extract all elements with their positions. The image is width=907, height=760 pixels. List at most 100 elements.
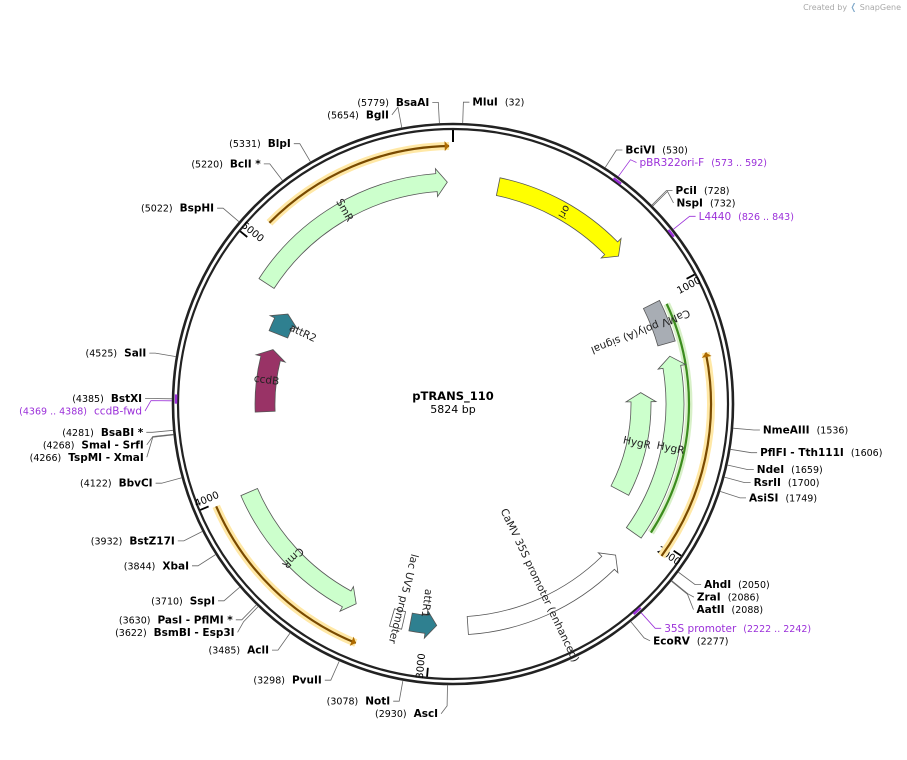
- site-label: (3078)NotI: [327, 696, 391, 708]
- site-blpi[interactable]: (5331) BlpI: [229, 138, 311, 163]
- site-label: BciVI (530): [625, 145, 687, 157]
- site-xbai[interactable]: (3844)XbaI: [124, 554, 216, 573]
- site-position: (4122): [80, 479, 112, 490]
- leader-line: [155, 477, 182, 484]
- leader-line: [391, 106, 403, 128]
- site-asisi[interactable]: AsiSI(1749): [719, 491, 817, 504]
- tick-mark: [239, 230, 248, 238]
- primer-pbr322ori-f[interactable]: pBR322ori-F(573 .. 592): [612, 157, 767, 185]
- site-bsabi[interactable]: (4281)BsaBI *: [62, 427, 174, 439]
- site-name: PflFI - Tth111I: [760, 447, 844, 459]
- site-name: NotI: [365, 696, 390, 708]
- site-bsphi[interactable]: (5022)BspHI: [141, 203, 240, 223]
- leader-line: [724, 476, 751, 484]
- site-name: TspMI - XmaI: [68, 452, 144, 464]
- feature-attr1: [408, 609, 438, 640]
- site-label: (2930)AscI: [375, 708, 438, 720]
- site-bsmbi-esp3i[interactable]: (3622)BsmBI - Esp3I: [115, 606, 259, 639]
- site-label: PciI(728): [676, 185, 730, 197]
- site-zrai[interactable]: ZraI(2086): [671, 580, 760, 604]
- site-label: EcoRV(2277): [653, 635, 728, 647]
- site-mlui[interactable]: MluI(32): [462, 97, 525, 124]
- site-position: (3932): [91, 536, 123, 547]
- site-bgli[interactable]: (5654)BglI: [327, 106, 403, 128]
- site-position: (1749): [785, 493, 817, 504]
- site-position: (573 .. 592): [711, 158, 767, 169]
- leader-line: [237, 606, 259, 633]
- site-name: BciVI: [625, 145, 655, 157]
- site-noti[interactable]: (3078)NotI: [327, 680, 404, 708]
- tick-mark: [686, 273, 695, 280]
- site-name: MluI: [472, 97, 497, 109]
- site-position: (4385): [72, 394, 104, 405]
- site-name: BlpI: [268, 138, 291, 150]
- leader-line: [263, 163, 283, 181]
- site-position: (1606): [851, 448, 883, 459]
- site-ecorv[interactable]: EcoRV(2277): [630, 621, 729, 648]
- orf-arrowhead: [701, 352, 712, 358]
- primer-l4440[interactable]: L4440(826 .. 843): [667, 211, 794, 238]
- site-ndei[interactable]: NdeI(1659): [727, 464, 823, 476]
- site-position: (4525): [86, 349, 118, 360]
- site-ahdi[interactable]: AhdI(2050): [677, 571, 770, 591]
- site-bbvci[interactable]: (4122)BbvCI: [80, 477, 182, 490]
- site-position: (5331): [229, 139, 261, 150]
- feature-label-ori: ori: [555, 203, 572, 221]
- feature-ori: [495, 177, 622, 259]
- site-label: (4385) BstXI: [72, 393, 142, 405]
- primer-35s-promoter[interactable]: 35S promoter(2222 .. 2242): [632, 606, 812, 635]
- leader-line: [146, 433, 174, 446]
- site-nmeaiii[interactable]: NmeAIII(1536): [732, 425, 848, 437]
- site-rsrii[interactable]: RsrII(1700): [724, 476, 820, 489]
- site-pvuii[interactable]: (3298)PvuII: [253, 660, 340, 687]
- site-pasi-pflmi[interactable]: (3630)PasI - PflMI *: [119, 604, 257, 627]
- leader-line: [604, 149, 623, 168]
- leader-line: [324, 660, 340, 681]
- site-tspmi-xmai[interactable]: (4266)TspMI - XmaI: [30, 434, 174, 464]
- site-pcii[interactable]: PciI(728): [651, 185, 730, 206]
- tick-mark: [426, 667, 429, 677]
- site-sspi[interactable]: (3710)SspI: [151, 586, 241, 607]
- site-label: AhdI(2050): [704, 579, 770, 591]
- site-nspi[interactable]: NspI(732): [652, 190, 736, 210]
- site-position: (3710): [151, 596, 183, 607]
- leader-line: [149, 352, 177, 357]
- site-bcli[interactable]: (5220)BclI *: [191, 158, 283, 181]
- site-bcivi[interactable]: BciVI (530): [604, 145, 688, 168]
- site-label: (5331) BlpI: [229, 138, 291, 150]
- site-label: (3298)PvuII: [253, 675, 321, 687]
- site-label: (3630)PasI - PflMI *: [119, 614, 233, 626]
- site-bstxi[interactable]: (4385) BstXI: [72, 393, 173, 405]
- primer-ccdb-fwd[interactable]: (4369 .. 4388)ccdB-fwd: [19, 394, 178, 418]
- leader-line: [293, 143, 311, 163]
- site-position: (530): [662, 146, 688, 157]
- leader-line: [272, 632, 291, 651]
- primer-mark: [667, 229, 675, 238]
- site-position: (2930): [375, 709, 407, 720]
- leader-line: [440, 684, 448, 714]
- leader-line: [727, 464, 754, 471]
- site-name: PciI: [676, 185, 697, 197]
- leader-line: [177, 531, 203, 542]
- site-name: EcoRV: [653, 635, 691, 647]
- orf-arc: [268, 144, 450, 224]
- site-bstz17i[interactable]: (3932)BstZ17I: [91, 531, 203, 547]
- site-bsaai[interactable]: (5779)BsaAI: [357, 97, 440, 124]
- site-label: (3622)BsmBI - Esp3I: [115, 627, 235, 639]
- site-smai-srfi[interactable]: (4268)SmaI - SrfI: [43, 433, 174, 451]
- orf-arc: [660, 352, 713, 557]
- site-label: NmeAIII(1536): [763, 425, 848, 437]
- site-acli[interactable]: (3485)AclI: [209, 632, 291, 657]
- site-name: AatII: [697, 604, 725, 616]
- site-name: BstXI: [111, 393, 142, 405]
- site-aatii[interactable]: AatII(2088): [670, 580, 763, 616]
- feature-cmr: [240, 487, 357, 613]
- feature-label-hygr: HygR: [656, 440, 686, 457]
- site-pflfi-tth111i[interactable]: PflFI - Tth111I (1606): [730, 447, 882, 459]
- site-sali[interactable]: (4525)SalI: [86, 348, 177, 360]
- site-position: (5779): [357, 98, 389, 109]
- site-asci[interactable]: (2930)AscI: [375, 684, 448, 720]
- site-position: (5654): [327, 110, 359, 121]
- site-name: AclI: [247, 645, 269, 657]
